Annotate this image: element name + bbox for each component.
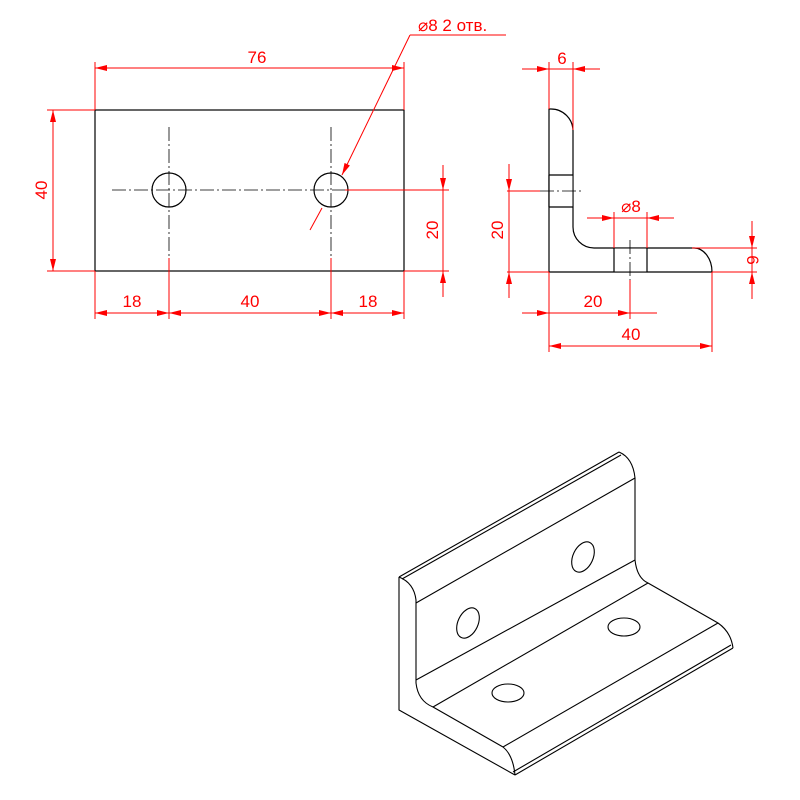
hole-callout-label: ⌀8 2 отв.	[418, 16, 487, 35]
dimension-6-top: 6	[522, 49, 600, 130]
dimension-diameter-8: ⌀8	[587, 197, 674, 248]
dimension-label: 18	[359, 292, 378, 311]
iso-hole-vertical-left	[456, 607, 480, 639]
dimension-label: 20	[584, 292, 603, 311]
dimension-label: 40	[32, 181, 51, 200]
dimension-label: 6	[743, 255, 762, 264]
hole-gap-horizontal	[614, 248, 647, 272]
iso-hole-horizontal-left	[491, 683, 525, 703]
dimension-20-side-left: 20	[488, 164, 549, 298]
dimension-label: 76	[248, 48, 267, 67]
dimension-76: 76	[94, 48, 405, 110]
dimension-label: 40	[622, 325, 641, 344]
dimension-label: 20	[488, 221, 507, 240]
dimension-label: 6	[557, 49, 566, 68]
iso-hole-vertical-right	[571, 541, 595, 573]
dimension-20-side-bottom: 20	[522, 272, 657, 352]
dimension-label: ⌀8	[621, 197, 641, 216]
dimension-label: 20	[423, 221, 442, 240]
front-view: 76 40 20 18 40 18	[32, 16, 506, 319]
hole-callout-leader: ⌀8 2 отв.	[309, 16, 506, 231]
dimension-40-height: 40	[32, 109, 95, 272]
left-outer-edge	[398, 577, 516, 776]
dimension-label: 18	[123, 292, 142, 311]
dimension-20-hole-height: 20	[345, 165, 449, 297]
angle-profile	[548, 108, 713, 273]
dimension-6-right: 6	[692, 221, 762, 299]
dimension-40-side: 40	[549, 272, 713, 352]
top-edge	[398, 451, 622, 580]
isometric-view	[398, 451, 734, 776]
side-view-section: 6 20 ⌀8 6	[488, 49, 762, 352]
right-end-profile	[618, 451, 734, 649]
dimension-bottom-chain: 18 40 18	[94, 258, 405, 319]
hole-gap-vertical	[549, 175, 573, 207]
iso-hole-horizontal-right	[607, 617, 641, 637]
dimension-label: 40	[241, 292, 260, 311]
left-end-profile	[398, 576, 516, 776]
bottom-front-edge	[512, 644, 734, 776]
